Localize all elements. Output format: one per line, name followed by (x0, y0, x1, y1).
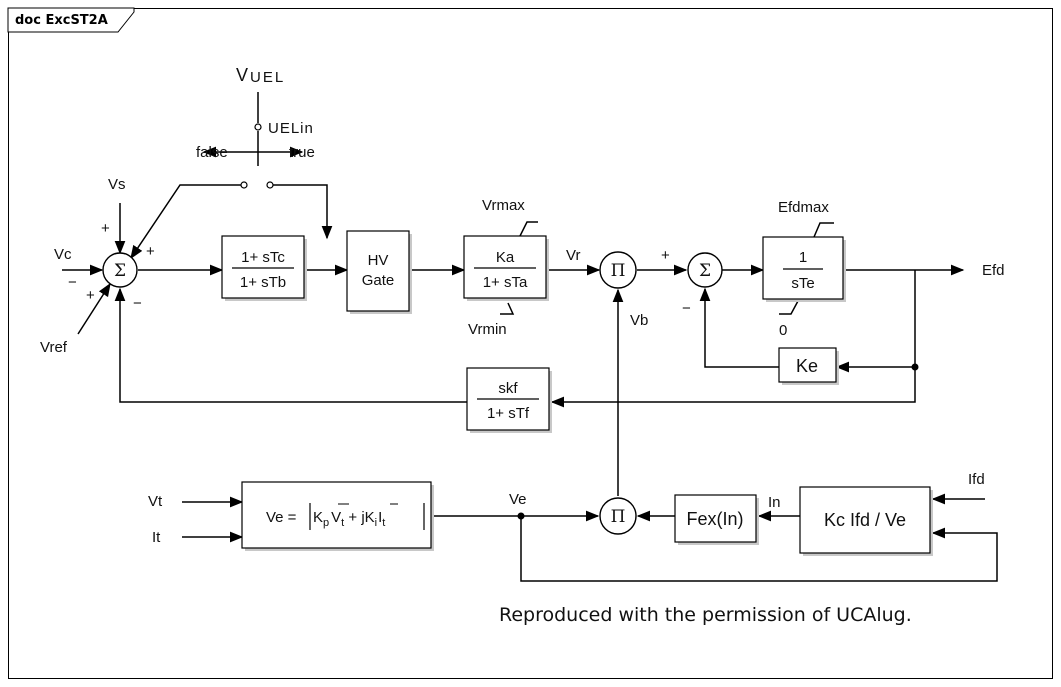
plus-sign-vuel: + (146, 243, 155, 260)
zero-label: 0 (779, 322, 787, 339)
product-symbol: Π (611, 507, 626, 527)
in-label: In (768, 494, 781, 511)
minus-sign-feedback: − (133, 295, 142, 312)
kc-label: Kc Ifd / Ve (824, 510, 906, 530)
ve-eq-plus: + jK (344, 509, 374, 526)
sum-symbol: Σ (114, 261, 126, 281)
ka-block: Ka 1+ sTa (463, 235, 549, 301)
sum-junction-2: Σ (687, 252, 723, 288)
wires (62, 92, 998, 582)
te-numerator: 1 (799, 249, 807, 266)
ve-eq-i-sub: i (375, 517, 377, 529)
permission-note: Reproduced with the permission of UCAlug… (499, 604, 912, 626)
svg-text:Ve =: Ve = (266, 509, 297, 526)
hv-gate-line2: Gate (362, 272, 395, 289)
ke-label: Ke (796, 356, 818, 376)
ve-eq-t2-sub: t (382, 517, 385, 529)
ve-eq-kp: K (313, 509, 323, 526)
lead-lag-denominator: 1+ sTb (240, 274, 286, 291)
vt-label: Vt (148, 493, 163, 510)
product-junction-1: Π (599, 251, 637, 289)
frame-tab (7, 7, 135, 33)
kf-numerator: skf (498, 380, 518, 397)
vb-label: Vb (630, 312, 648, 329)
ve-eq-t1-sub: t (341, 517, 344, 529)
lead-lag-block: 1+ sTc 1+ sTb (221, 235, 307, 301)
ve-eq-it: I (378, 509, 382, 526)
lead-lag-numerator: 1+ sTc (241, 249, 285, 266)
vs-label: Vs (108, 176, 126, 193)
minus-sign-ke: − (682, 300, 691, 317)
plus-sign-vs: + (101, 220, 110, 237)
sum-junction-1: Σ (102, 252, 138, 288)
diagram-frame (8, 8, 1053, 679)
vuel-label: V (236, 65, 248, 85)
vrmax-label: Vrmax (482, 197, 525, 214)
signal-labels: V UEL UELin false true Vs Vc Vref Vrmax … (40, 65, 1005, 546)
te-block: 1 sTe (762, 236, 846, 302)
vr-label: Vr (566, 247, 580, 264)
frame-tab-label: doc ExcST2A (15, 13, 108, 28)
hv-gate-line1: HV (368, 252, 389, 269)
plus-sign-sum2: + (661, 247, 670, 264)
false-label: false (196, 144, 228, 161)
ka-numerator: Ka (496, 249, 515, 266)
it-label: It (152, 529, 161, 546)
sum-symbol: Σ (699, 261, 711, 281)
fex-block: Fex(In) (674, 494, 759, 545)
ve-eq-p-sub: p (323, 517, 329, 529)
ifd-label: Ifd (968, 471, 985, 488)
true-label: true (289, 144, 315, 161)
fex-label: Fex(In) (686, 509, 743, 529)
ve-label: Ve (509, 491, 527, 508)
sign-labels: + + − + − + − (68, 220, 691, 317)
vuel-subscript: UEL (250, 69, 285, 86)
uelin-label: UELin (268, 120, 314, 137)
hv-gate-block: HV Gate (346, 230, 412, 314)
product-junction-2: Π (599, 497, 637, 535)
kc-block: Kc Ifd / Ve (799, 486, 933, 556)
vrmin-label: Vrmin (468, 321, 507, 338)
minus-sign-vc: − (68, 274, 77, 291)
kf-block: skf 1+ sTf (466, 367, 552, 433)
vref-label: Vref (40, 339, 68, 356)
plus-sign-vref: + (86, 287, 95, 304)
kf-denominator: 1+ sTf (487, 405, 530, 422)
efd-label: Efd (982, 262, 1005, 279)
ke-block: Ke (778, 347, 839, 385)
efdmax-label: Efdmax (778, 199, 829, 216)
product-symbol: Π (611, 261, 626, 281)
ve-eq-vt: V (331, 509, 341, 526)
vc-label: Vc (54, 246, 72, 263)
ve-eq-prefix: Ve = (266, 509, 297, 526)
te-denominator: sTe (791, 275, 814, 292)
ka-denominator: 1+ sTa (483, 274, 528, 291)
